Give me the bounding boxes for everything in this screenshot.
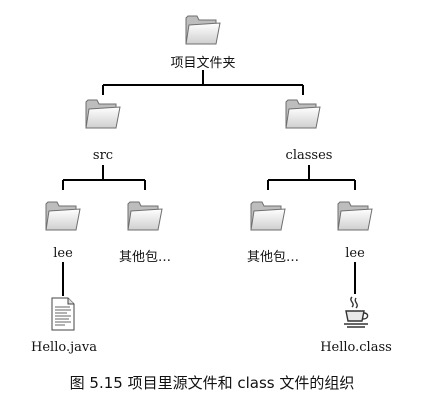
- folder-icon: [127, 201, 163, 231]
- classes-other-packages-label: 其他包…: [246, 250, 300, 265]
- src-folder-label: src: [92, 148, 114, 163]
- folder-icon: [185, 15, 221, 45]
- folder-icon: [285, 99, 321, 129]
- folder-icon: [337, 201, 373, 231]
- folder-icon: [85, 99, 121, 129]
- root-folder-label: 项目文件夹: [170, 56, 236, 71]
- src-other-packages-label: 其他包…: [118, 250, 172, 265]
- classes-lee-folder-label: lee: [345, 246, 365, 261]
- folder-icon: [250, 201, 286, 231]
- java-class-file-icon: [344, 296, 369, 328]
- src-lee-folder-label: lee: [53, 246, 73, 261]
- classes-folder-label: classes: [285, 148, 333, 163]
- java-source-file-icon: [51, 297, 75, 331]
- figure-caption: 图 5.15 项目里源文件和 class 文件的组织: [69, 374, 355, 392]
- connector-lines: [62, 70, 356, 296]
- java-file-label: Hello.java: [31, 340, 97, 355]
- folder-icon: [45, 201, 81, 231]
- class-file-label: Hello.class: [320, 340, 392, 355]
